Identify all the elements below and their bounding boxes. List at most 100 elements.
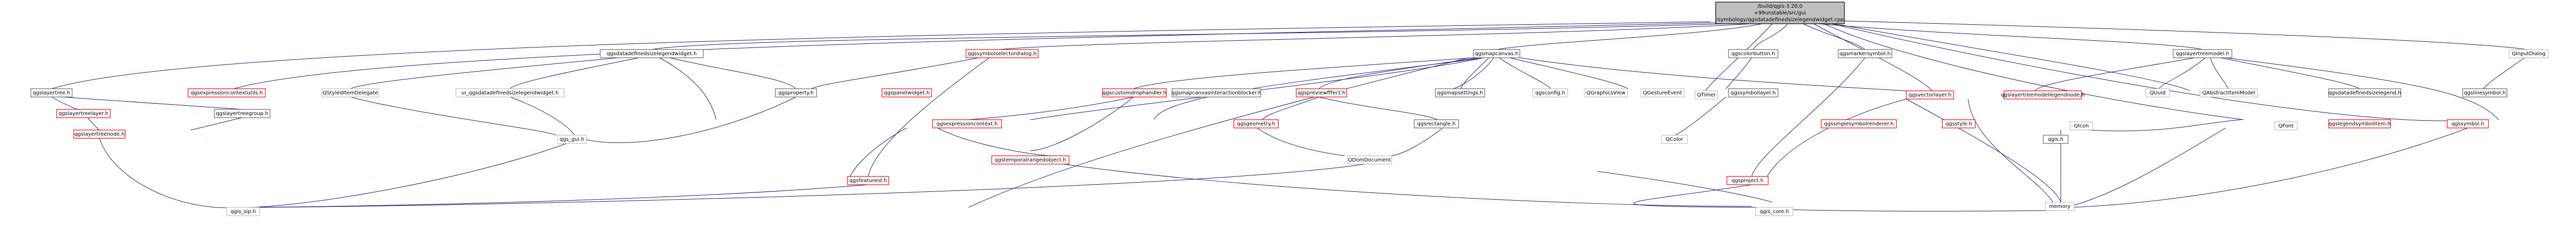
node-qgsstyle-h[interactable]: qgsstyle.h [1942,119,1976,128]
node-qgslayertreemodel-h[interactable]: qgslayertreemodel.h [2173,49,2232,58]
node-qgsmapsettings-h[interactable]: qgsmapsettings.h [1435,88,1485,98]
node-qgsconfig-h[interactable]: qgsconfig.h [1532,88,1568,98]
svg-text:qgslayertreemodellegendnode.h: qgslayertreemodellegendnode.h [2001,92,2085,98]
node-qgsdatadefinedsizelegend-h[interactable]: qgsdatadefinedsizelegend.h [2328,88,2401,98]
node-qgis-core-h[interactable]: qgis_core.h [1755,207,1793,216]
edge [1831,23,2468,121]
node-qgscolorbutton-h[interactable]: qgscolorbutton.h [1728,49,1778,58]
edge [1633,184,1757,208]
node-qgspreviewfffect-h[interactable]: qgspreviewfffect.h [1296,88,1347,98]
svg-text:qgsmapcanvas.h: qgsmapcanvas.h [1475,51,1519,57]
node-qgsproperty-h[interactable]: qgsproperty.h [775,88,817,98]
edge [1597,171,1773,203]
node-qgsdatadefinedsizelegendwidget-h[interactable]: qgsdatadefinedsizelegendwidget.h [600,49,704,58]
node-memory[interactable]: memory [2045,202,2075,211]
node-qgsmapcanvasinteractionblocker-h[interactable]: qgsmapcanvasinteractionblocker.h [1172,88,1261,98]
node-qgslinesymbol-h[interactable]: qgslinesymbol.h [2462,88,2507,98]
edge [968,57,1469,208]
edge [510,96,575,136]
node-qgssymbol-h[interactable]: qgssymbol.h [2447,119,2489,128]
node-qgslayertreegroup-h[interactable]: qgslayertreegroup.h [214,109,270,118]
node-qgslayertreemodellegendnode-h[interactable]: qgslayertreemodellegendnode.h [2001,90,2085,100]
svg-text:qgssinglesymbolrenderer.h: qgssinglesymbolrenderer.h [1824,121,1893,127]
svg-text:qgsmapcanvasinteractionblocker: qgsmapcanvasinteractionblocker.h [1172,90,1261,96]
node-qdomdocument[interactable]: QDomDocument [1347,155,1392,165]
svg-text:qgsmarkersymbol.h: qgsmarkersymbol.h [1839,51,1890,57]
node-qgis-sip-h[interactable]: qgis_sip.h [226,207,260,216]
edge [1460,57,1489,89]
edge [669,57,796,89]
node-qgsfeatureid-h[interactable]: qgsfeatureid.h [847,176,889,185]
node-qgsmarkersymbol-h[interactable]: qgsmarkersymbol.h [1838,49,1892,58]
edge [659,57,717,120]
edge [1906,99,2061,203]
svg-text:QStyledItemDelegate: QStyledItemDelegate [323,90,378,96]
root-file-node[interactable]: /build/qgis-3.20.0 +99unstable/src/gui /… [1715,2,1845,24]
edge [1499,57,1551,89]
node-qgsvectorlayer-h[interactable]: qgsvectorlayer.h [1906,90,1954,100]
edge [2086,119,2242,132]
node-qgsexpressioncontextutils-h[interactable]: qgsexpressioncontextutils.h [188,88,266,98]
edge [1705,23,1773,91]
svg-text:qgsproject.h: qgsproject.h [1732,178,1764,184]
node-qinputdialog[interactable]: QInputDialog [2509,49,2549,58]
node-qgssymbolselectordialog-h[interactable]: qgssymbolselectordialog.h [965,49,1039,58]
svg-text:QDomDocument: QDomDocument [1348,157,1391,163]
node-qgssymbollayer-h[interactable]: qgssymbollayer.h [1728,88,1778,98]
node-qgslegendsymbolitem-h[interactable]: qgslegendsymbolitem.h [2328,119,2391,128]
svg-text:qgstemporalrangedobject.h: qgstemporalrangedobject.h [995,157,1066,163]
edge [1674,96,1726,136]
root-file-line: /build/qgis-3.20.0 [1757,4,1802,9]
svg-text:qgscustomdrophandler.h: qgscustomdrophandler.h [1103,90,1166,96]
node-qgspanelwidget-h[interactable]: qgspanelwidget.h [882,88,932,98]
edge [350,57,619,89]
node-qgslayertreenode-h[interactable]: qgslayertreenode.h [73,129,126,139]
edge [226,22,1716,91]
node-qicon[interactable]: QIcon [2070,121,2093,131]
node-quuid[interactable]: QUuid [2145,88,2170,98]
node-qgis-h[interactable]: qgis.h [2043,135,2069,144]
svg-text:qgis_core.h: qgis_core.h [1760,209,1789,215]
edge [247,164,1366,208]
edge [1725,57,1752,89]
node-qgscustomdrophandler-h[interactable]: qgscustomdrophandler.h [1102,88,1167,98]
svg-text:qgsconfig.h: qgsconfig.h [1535,90,1565,96]
edge [51,21,1711,89]
edge [1751,57,1866,177]
node-qgstemporalrangedobject-h[interactable]: qgstemporalrangedobject.h [991,155,1070,165]
edge [868,57,990,177]
node-qfont[interactable]: QFont [2274,121,2298,131]
node-ui-qgsdatadefinedsizelegendwidget-h[interactable]: ui_qgsdatadefinedsizelegendwidget.h [455,88,565,98]
node-qgsgeometry-h[interactable]: qgsgeometry.h [1233,119,1279,128]
node-qgsrectangle-h[interactable]: qgsrectangle.h [1414,119,1459,128]
node-qgsmapcanvas-h[interactable]: qgsmapcanvas.h [1473,49,1520,58]
svg-text:qgslayertreemodel.h: qgslayertreemodel.h [2176,51,2229,57]
edge [1133,57,1474,89]
svg-text:qgsfeatureid.h: qgsfeatureid.h [850,178,887,184]
edge [1391,127,1443,156]
edge [1318,96,1438,120]
node-qstyleditemdelegate[interactable]: QStyledItemDelegate [321,88,379,98]
svg-text:qgsexpressioncontextutils.h: qgsexpressioncontextutils.h [191,90,263,96]
node-qgslayertree-h[interactable]: qgslayertree.h [30,88,73,98]
edge [87,117,100,131]
edge [850,127,907,177]
node-qgsexpressioncontext-h[interactable]: qgsexpressioncontext.h [932,119,1002,128]
edge [1262,96,1319,120]
edge [2035,57,2195,91]
edge [2158,57,2206,89]
svg-text:qgslayertreegroup.h: qgslayertreegroup.h [216,111,268,117]
node-qgsproject-h[interactable]: qgsproject.h [1726,176,1769,185]
node-qabstractitemmodel[interactable]: QAbstractItemModel [2199,88,2258,98]
node-qtimer[interactable]: QTimer [1694,90,1718,100]
node-qgssinglesymbolrenderer-h[interactable]: qgssinglesymbolrenderer.h [1821,119,1897,128]
node-qgslayertreelayer-h[interactable]: qgslayertreelayer.h [56,109,111,118]
edge [510,57,639,89]
node-qgraphicsview[interactable]: QGraphicsView [1584,88,1628,98]
node-qgestureevent[interactable]: QGestureEvent [1640,88,1685,98]
node-qgs-gui-h[interactable]: qgs_gui.h [557,135,587,144]
node-qcolor[interactable]: QColor [1661,135,1688,144]
edge [1834,20,2528,50]
dependency-nodes: /build/qgis-3.20.0 +99unstable/src/gui /… [30,2,2549,216]
